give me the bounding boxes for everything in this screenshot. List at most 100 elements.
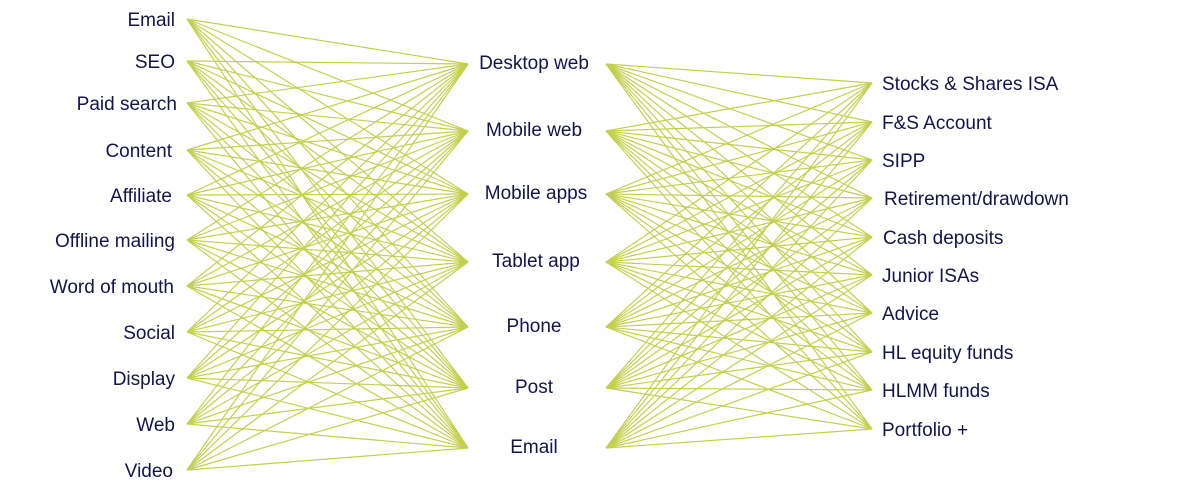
product-label-fs-account: F&S Account	[882, 113, 992, 134]
edge-channel-5-product-0	[605, 82, 873, 389]
edge-source-4-channel-0	[186, 63, 469, 196]
product-label-hl-equity-funds: HL equity funds	[882, 343, 1014, 364]
edge-source-9-channel-6	[186, 423, 469, 449]
source-label-seo: SEO	[134, 52, 175, 73]
product-label-junior-isas: Junior ISAs	[882, 266, 980, 287]
edge-source-10-channel-3	[186, 261, 469, 471]
source-label-social: Social	[123, 323, 175, 344]
edge-channel-3-product-1	[605, 121, 873, 263]
source-label-affiliate: Affiliate	[110, 186, 172, 207]
edge-channel-6-product-1	[605, 121, 873, 449]
product-label-sipp: SIPP	[882, 151, 926, 172]
edge-source-9-channel-1	[186, 130, 469, 425]
edge-source-3-channel-2	[186, 149, 469, 195]
edge-source-10-channel-0	[186, 63, 469, 471]
edge-source-10-channel-4	[186, 326, 469, 471]
edge-source-8-channel-0	[186, 63, 469, 379]
edge-source-7-channel-6	[186, 331, 469, 449]
edge-channel-1-product-5	[605, 130, 873, 276]
edge-source-1-channel-1	[186, 60, 469, 132]
edge-source-6-channel-6	[186, 285, 469, 449]
edge-channel-0-product-0	[605, 63, 873, 84]
edge-source-8-channel-6	[186, 377, 469, 449]
edge-channel-5-product-6	[605, 312, 873, 389]
edge-source-4-channel-3	[186, 194, 469, 263]
edge-source-9-channel-3	[186, 261, 469, 425]
source-label-email: Email	[127, 10, 175, 31]
edge-source-1-channel-3	[186, 60, 469, 263]
edge-source-7-channel-4	[186, 326, 469, 333]
edge-channel-4-product-2	[605, 159, 873, 328]
edge-source-7-channel-5	[186, 331, 469, 389]
edge-source-9-channel-5	[186, 387, 469, 425]
edge-source-5-channel-5	[186, 239, 469, 389]
product-label-cash-deposits: Cash deposits	[883, 228, 1004, 249]
edge-channel-4-product-4	[605, 236, 873, 328]
edge-channel-1-product-0	[605, 82, 873, 132]
edge-source-2-channel-2	[186, 102, 469, 195]
edge-source-7-channel-0	[186, 63, 469, 333]
product-label-hlmm-funds: HLMM funds	[882, 381, 990, 402]
edge-source-4-channel-2	[186, 193, 469, 196]
edge-source-7-channel-2	[186, 193, 469, 333]
edge-channel-6-product-3	[605, 197, 873, 449]
edge-channel-5-product-9	[605, 387, 873, 430]
edge-source-7-channel-1	[186, 130, 469, 333]
channel-label-mobile-apps: Mobile apps	[484, 183, 588, 204]
product-label-portfolio-plus: Portfolio +	[882, 420, 969, 441]
edge-channel-6-product-8	[605, 389, 873, 449]
edge-channel-3-product-0	[605, 82, 873, 263]
channel-label-post: Post	[514, 377, 554, 398]
edge-source-6-channel-1	[186, 130, 469, 287]
product-label-stocks-shares-isa: Stocks & Shares ISA	[882, 74, 1059, 95]
source-label-display: Display	[112, 369, 175, 390]
edge-source-8-channel-4	[186, 326, 469, 379]
edge-source-8-channel-2	[186, 193, 469, 379]
source-label-paid-search: Paid search	[76, 94, 177, 115]
channel-label-mobile-web: Mobile web	[485, 120, 583, 141]
edge-channel-6-product-9	[605, 428, 873, 449]
edge-source-8-channel-1	[186, 130, 469, 379]
edge-channel-2-product-6	[605, 193, 873, 314]
edge-channel-1-product-8	[605, 130, 873, 391]
source-label-content: Content	[105, 141, 172, 162]
edge-channel-5-product-1	[605, 121, 873, 389]
edge-channel-4-product-6	[605, 312, 873, 328]
edge-source-6-channel-5	[186, 285, 469, 389]
edge-source-5-channel-3	[186, 239, 469, 263]
source-label-word-of-mouth: Word of mouth	[49, 277, 174, 298]
edge-channel-2-product-0	[605, 82, 873, 195]
source-label-web: Web	[136, 415, 175, 436]
edge-source-8-channel-3	[186, 261, 469, 379]
edge-channel-1-product-4	[605, 130, 873, 238]
edge-source-6-channel-4	[186, 285, 469, 328]
edge-source-6-channel-0	[186, 63, 469, 287]
edge-channel-5-product-4	[605, 236, 873, 389]
edge-source-4-channel-6	[186, 194, 469, 449]
edge-channel-6-product-6	[605, 312, 873, 449]
edge-source-5-channel-6	[186, 239, 469, 449]
edge-source-3-channel-3	[186, 149, 469, 263]
edge-channel-3-product-7	[605, 261, 873, 353]
edge-source-10-channel-2	[186, 193, 469, 471]
edge-source-3-channel-1	[186, 130, 469, 151]
edge-source-2-channel-3	[186, 102, 469, 263]
edge-source-2-channel-5	[186, 102, 469, 389]
edge-channel-2-product-8	[605, 193, 873, 391]
edge-channel-1-product-6	[605, 130, 873, 314]
edge-source-0-channel-0	[186, 18, 469, 65]
edge-channel-4-product-0	[605, 82, 873, 328]
edge-source-4-channel-5	[186, 194, 469, 389]
product-label-retirement-drawdown: Retirement/drawdown	[884, 189, 1069, 210]
edge-source-9-channel-2	[186, 193, 469, 425]
edge-source-3-channel-0	[186, 63, 469, 151]
edge-source-4-channel-1	[186, 130, 469, 196]
edge-source-2-channel-6	[186, 102, 469, 449]
edge-source-3-channel-6	[186, 149, 469, 449]
edge-source-10-channel-6	[186, 447, 469, 471]
edge-source-6-channel-2	[186, 193, 469, 287]
edge-channel-3-product-9	[605, 261, 873, 430]
product-label-advice: Advice	[882, 304, 940, 325]
